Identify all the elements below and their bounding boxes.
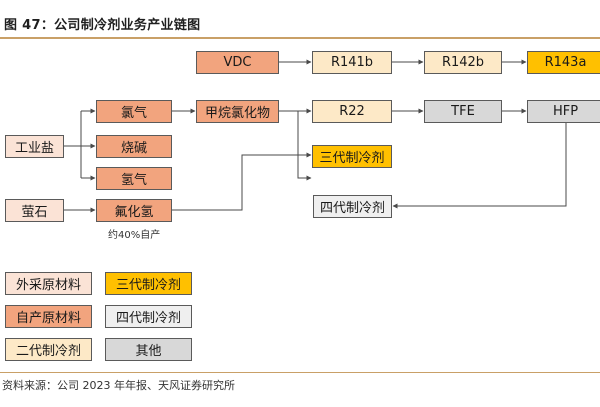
node-gen3-refrigerant: 三代制冷剂 — [312, 145, 392, 168]
node-r141b: R141b — [312, 51, 392, 74]
node-vdc: VDC — [196, 51, 279, 74]
node-r142b: R142b — [424, 51, 502, 74]
top-divider — [0, 37, 600, 39]
node-r143a: R143a — [527, 51, 600, 74]
arrow-hfp-gen4 — [397, 123, 567, 207]
node-tfe: TFE — [424, 100, 502, 123]
node-caustic-soda: 烧碱 — [96, 135, 172, 158]
legend-other: 其他 — [105, 338, 192, 361]
legend-gen3: 三代制冷剂 — [105, 272, 192, 295]
node-r22: R22 — [312, 100, 392, 123]
bottom-divider — [0, 372, 600, 373]
figure-title: 图 47：公司制冷剂业务产业链图 — [4, 18, 201, 33]
source-note: 资料来源：公司 2023 年年报、天风证券研究所 — [2, 379, 235, 392]
node-gen4-refrigerant: 四代制冷剂 — [313, 195, 392, 218]
node-hydrogen: 氢气 — [96, 167, 172, 190]
node-fluorite: 萤石 — [5, 199, 64, 222]
legend-purchased: 外采原材料 — [5, 272, 92, 295]
node-industrial-salt: 工业盐 — [5, 135, 64, 158]
node-hydrogen-fluoride: 氟化氢 — [96, 199, 172, 222]
node-methane-chloride: 甲烷氯化物 — [196, 100, 279, 123]
node-hfp: HFP — [527, 100, 600, 123]
legend-gen4: 四代制冷剂 — [105, 305, 192, 328]
hf-self-supply-note: 约40%自产 — [108, 230, 161, 241]
arrow-methane-gen3 — [297, 111, 311, 179]
legend-gen2: 二代制冷剂 — [5, 338, 92, 361]
arrow-hf-gen3 — [172, 154, 311, 211]
node-chlorine: 氯气 — [96, 100, 172, 123]
legend-self-produced: 自产原材料 — [5, 305, 92, 328]
